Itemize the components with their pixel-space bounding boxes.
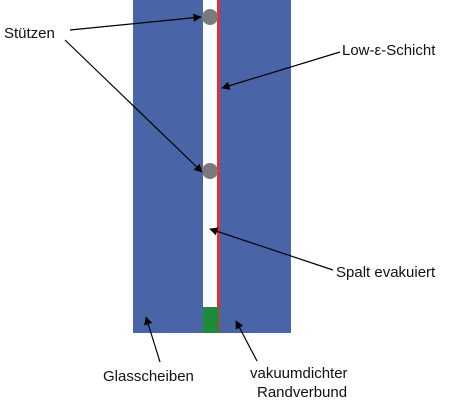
edge-seal [203,307,219,333]
panes-leader [144,316,161,363]
panes-label: Glasscheiben [103,368,194,385]
supports-leader-middle [64,39,203,173]
glass-pane-right [219,0,291,333]
supports-leader-top [69,13,202,31]
low-e-coating [217,0,220,333]
gap-label: Spalt evakuiert [336,264,436,281]
edge-seal-label-line1: vakuumdichter [250,365,348,382]
low-e-label: Low-ε-Schicht [342,42,436,59]
supports-label: Stützen [4,25,55,42]
edge-seal-label-line2: Randverbund [257,384,347,400]
gap-leader [209,227,334,271]
low-e-leader [221,51,341,90]
support-pillar-middle [202,163,218,179]
support-pillar-top [202,9,218,25]
edge-seal-leader [235,320,258,362]
glass-pane-left [133,0,203,333]
